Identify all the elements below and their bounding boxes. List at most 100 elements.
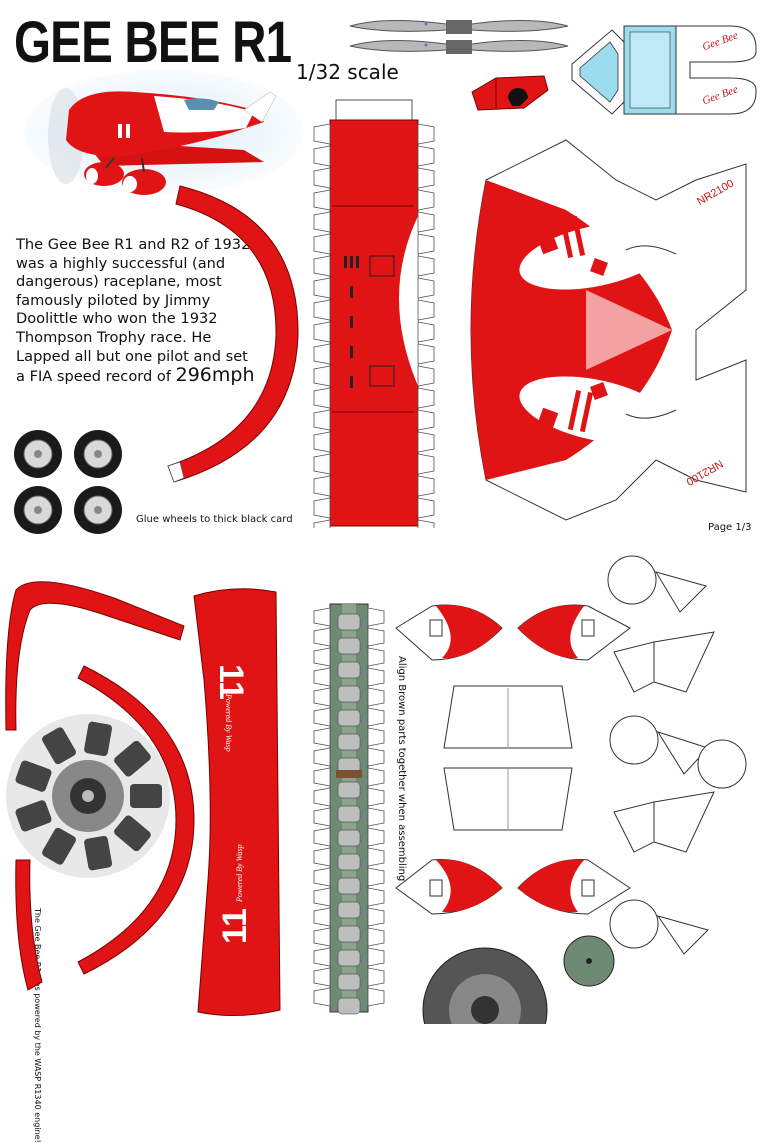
glue-tab <box>313 987 331 1007</box>
glue-tab <box>313 453 331 475</box>
wing-parts: NR2100 NR2100 <box>470 139 747 521</box>
cylinder-graphic <box>337 709 361 727</box>
glue-tab <box>417 255 435 277</box>
engine-strip <box>313 603 385 1015</box>
glue-tab <box>417 343 435 365</box>
glue-tab <box>313 867 331 887</box>
glue-tab <box>417 475 435 497</box>
race-number-mark <box>118 124 130 138</box>
glue-tab <box>417 167 435 189</box>
glue-tab <box>367 627 385 647</box>
glue-tab <box>313 847 331 867</box>
glue-tab <box>417 123 435 145</box>
glue-tab <box>313 299 331 321</box>
scale-label: 1/32 scale <box>296 60 399 84</box>
glue-tab <box>313 727 331 747</box>
glue-tab <box>417 211 435 233</box>
cylinder-graphic <box>337 685 361 703</box>
radial-engine-image <box>6 714 170 878</box>
page-title: GEE BEE R1 <box>14 10 292 75</box>
glue-tab <box>417 497 435 519</box>
glue-tab <box>313 233 331 255</box>
small-red-part <box>471 75 549 111</box>
glue-tab <box>313 667 331 687</box>
cylinder-graphic <box>337 661 361 679</box>
description: The Gee Bee R1 and R2 of 1932 was a high… <box>16 236 256 387</box>
glue-tab <box>367 887 385 907</box>
cylinder-graphic <box>337 949 361 967</box>
spinner-disc <box>563 935 615 987</box>
glue-tab <box>417 145 435 167</box>
cylinder-graphic <box>337 901 361 919</box>
engine-cylinder <box>84 835 113 871</box>
glue-tab <box>313 627 331 647</box>
glue-tab <box>313 431 331 453</box>
glue-tab <box>313 365 331 387</box>
glue-tab <box>367 687 385 707</box>
glue-tab <box>367 967 385 987</box>
race-number-cowling-bottom: 11 <box>216 908 254 944</box>
cylinder-graphic <box>337 805 361 823</box>
cylinder-graphic <box>337 877 361 895</box>
engine-cylinder <box>42 727 76 765</box>
align-instruction: Align Brown parts together when assembli… <box>396 656 407 882</box>
cylinder-graphic <box>337 997 361 1015</box>
glue-tab <box>367 607 385 627</box>
glue-tab <box>313 409 331 431</box>
engine-cylinder <box>114 815 151 852</box>
glue-tab <box>367 827 385 847</box>
canopy-part: Gee Bee Gee Bee <box>571 25 757 115</box>
glue-tab <box>313 321 331 343</box>
cylinder-graphic <box>337 733 361 751</box>
speed-value: 296mph <box>175 364 255 387</box>
glue-tab <box>417 409 435 431</box>
cowling-arcs <box>5 581 195 991</box>
glue-tab <box>313 807 331 827</box>
glue-tab <box>417 431 435 453</box>
glue-tab <box>367 867 385 887</box>
glue-tab <box>417 189 435 211</box>
cylinder-graphic <box>337 973 361 991</box>
glue-tab <box>367 947 385 967</box>
glue-tab <box>417 277 435 299</box>
glue-tab <box>313 387 331 409</box>
glue-tab <box>313 255 331 277</box>
wheels <box>14 430 122 534</box>
glue-tab <box>313 189 331 211</box>
cylinder-graphic <box>337 637 361 655</box>
glue-tab <box>367 727 385 747</box>
cylinder-graphic <box>337 925 361 943</box>
glue-tab <box>313 887 331 907</box>
glue-tab <box>313 519 331 528</box>
glue-tab <box>367 847 385 867</box>
glue-tab <box>367 647 385 667</box>
fuselage-strip <box>313 99 435 528</box>
glue-tab <box>367 807 385 827</box>
glue-tab <box>313 767 331 787</box>
glue-tab <box>367 987 385 1007</box>
glue-tab <box>417 299 435 321</box>
glue-tab <box>313 947 331 967</box>
glue-tab <box>313 707 331 727</box>
race-number-top <box>559 215 586 258</box>
engine-cylinder <box>84 721 113 757</box>
glue-tab <box>313 907 331 927</box>
glue-tab <box>417 321 435 343</box>
glue-tab <box>313 145 331 167</box>
glue-tab <box>313 647 331 667</box>
glue-tab <box>367 907 385 927</box>
glue-tab <box>367 707 385 727</box>
speed-prefix: speed record of <box>56 368 176 386</box>
glue-tab <box>313 687 331 707</box>
glue-tab <box>417 519 435 528</box>
glue-tab <box>313 475 331 497</box>
race-number-cowling-top: 11 <box>212 664 250 700</box>
powered-by-bottom: Powered By Wasp <box>235 844 244 903</box>
cowling-band: 11 Powered By Wasp 11 Powered By Wasp <box>193 588 281 1017</box>
cylinder-graphic <box>337 613 361 631</box>
engine-cylinder <box>114 740 151 777</box>
glue-tab <box>313 277 331 299</box>
glue-tab <box>313 167 331 189</box>
glue-tab <box>367 747 385 767</box>
glue-tab <box>313 927 331 947</box>
